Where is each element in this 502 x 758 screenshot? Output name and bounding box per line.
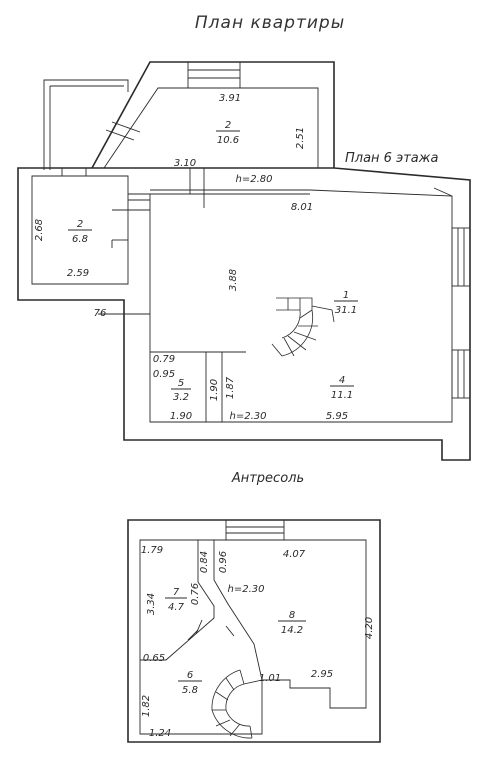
room-1-inner bbox=[149, 189, 453, 423]
room-area: 5.8 bbox=[182, 685, 198, 696]
mezzanine-label: Антресоль bbox=[231, 471, 304, 486]
dim-label: 2.68 bbox=[34, 219, 45, 241]
dim-label: 3.88 bbox=[228, 269, 239, 291]
mezzanine-inner-wall bbox=[139, 539, 367, 735]
room-2-small-inner bbox=[31, 175, 129, 285]
mezzanine-walls bbox=[127, 519, 381, 743]
dim-label: 5.95 bbox=[326, 411, 348, 422]
stair-step bbox=[239, 669, 245, 685]
stair-step bbox=[225, 677, 235, 691]
stair-step bbox=[299, 309, 313, 319]
dim-label: 1.24 bbox=[149, 728, 171, 739]
door-mark bbox=[195, 619, 203, 635]
dim-label: 0.79 bbox=[153, 354, 175, 365]
dim-label: 2.51 bbox=[295, 127, 306, 149]
room-number: 2 bbox=[77, 219, 83, 230]
door-mark bbox=[225, 625, 235, 637]
dim-label: 4.07 bbox=[283, 549, 306, 560]
room-2-top-walls bbox=[91, 61, 335, 169]
stair-step bbox=[249, 725, 253, 739]
dim-label: 3.91 bbox=[219, 93, 241, 104]
stair-inner bbox=[225, 683, 251, 727]
spiral-stair-mezzanine bbox=[211, 669, 263, 739]
dim-label: 3.34 bbox=[146, 593, 157, 615]
dim-label: 1.79 bbox=[141, 545, 163, 556]
room-number: 7 bbox=[173, 587, 180, 598]
plan-title: План квартиры bbox=[195, 13, 345, 33]
room-area: 11.1 bbox=[331, 390, 353, 401]
room-number: 5 bbox=[178, 378, 184, 389]
dim-label: 2.95 bbox=[311, 669, 333, 680]
dim-label: 2.59 bbox=[67, 268, 89, 279]
ceiling-height: h=2.80 bbox=[236, 174, 273, 185]
stair-arrow bbox=[311, 305, 335, 323]
window-right-bottom bbox=[451, 349, 471, 399]
stair-step bbox=[243, 679, 263, 685]
ceiling-height: h=2.30 bbox=[230, 411, 267, 422]
room-number: 2 bbox=[225, 120, 231, 131]
room-number: 6 bbox=[187, 670, 193, 681]
dim-label: 1.82 bbox=[141, 695, 152, 717]
spiral-stair-floor-6 bbox=[271, 297, 335, 357]
room-number: 4 bbox=[339, 375, 345, 386]
stair-step bbox=[215, 719, 231, 727]
dim-label: 0.84 bbox=[199, 551, 210, 573]
partition bbox=[213, 540, 263, 681]
mezzanine-outer-wall bbox=[127, 519, 381, 743]
room-number: 8 bbox=[289, 610, 295, 621]
floor-6-outer-wall bbox=[17, 167, 471, 461]
ceiling-height: h=2.30 bbox=[228, 584, 265, 595]
mezzanine-window bbox=[225, 519, 285, 541]
stair-outline bbox=[271, 297, 313, 357]
floor-6-label: План 6 этажа bbox=[345, 151, 438, 166]
floor-6-walls bbox=[17, 61, 471, 461]
stair-step bbox=[293, 331, 317, 341]
dim-label: 1.90 bbox=[209, 379, 220, 401]
room-2-top-inner bbox=[103, 87, 319, 169]
dim-label: 76 bbox=[94, 308, 107, 319]
dim-label: 1.87 bbox=[225, 376, 236, 399]
dim-label: 0.65 bbox=[143, 653, 165, 664]
room-number: 1 bbox=[343, 290, 349, 301]
room-area: 10.6 bbox=[217, 135, 239, 146]
dim-label: 0.96 bbox=[218, 551, 229, 573]
partition bbox=[140, 540, 215, 661]
door-mark bbox=[111, 121, 141, 133]
room-area: 14.2 bbox=[281, 625, 303, 636]
mezzanine-labels: 1.79 0.84 0.96 4.07 h=2.30 0.76 3.34 7 4… bbox=[141, 545, 375, 739]
door-mark bbox=[105, 129, 135, 141]
stair-step bbox=[229, 723, 241, 737]
room-area: 4.7 bbox=[168, 602, 185, 613]
balcony-outline bbox=[43, 79, 129, 170]
stair-step bbox=[283, 337, 295, 357]
stair-outline bbox=[211, 669, 253, 739]
stair-step bbox=[287, 335, 307, 351]
dim-label: 3.10 bbox=[174, 158, 196, 169]
dim-label: 8.01 bbox=[291, 202, 313, 213]
room-area: 31.1 bbox=[335, 305, 357, 316]
door-mark bbox=[187, 629, 199, 641]
dim-label: 4.20 bbox=[364, 617, 375, 639]
dim-label: 1.90 bbox=[170, 411, 192, 422]
dim-label: 0.76 bbox=[190, 583, 201, 605]
room-area: 6.8 bbox=[72, 234, 88, 245]
stair-inner bbox=[276, 309, 301, 339]
dim-label: 1.01 bbox=[259, 673, 281, 684]
stair-step bbox=[215, 691, 229, 701]
window-right-top bbox=[451, 227, 471, 287]
room-area: 3.2 bbox=[173, 392, 189, 403]
dim-label: 0.95 bbox=[153, 369, 175, 380]
floor-6-labels: 3.91 2 10.6 2.51 3.10 h=2.80 8.01 2 6.8 … bbox=[34, 93, 358, 422]
partition bbox=[433, 187, 453, 197]
